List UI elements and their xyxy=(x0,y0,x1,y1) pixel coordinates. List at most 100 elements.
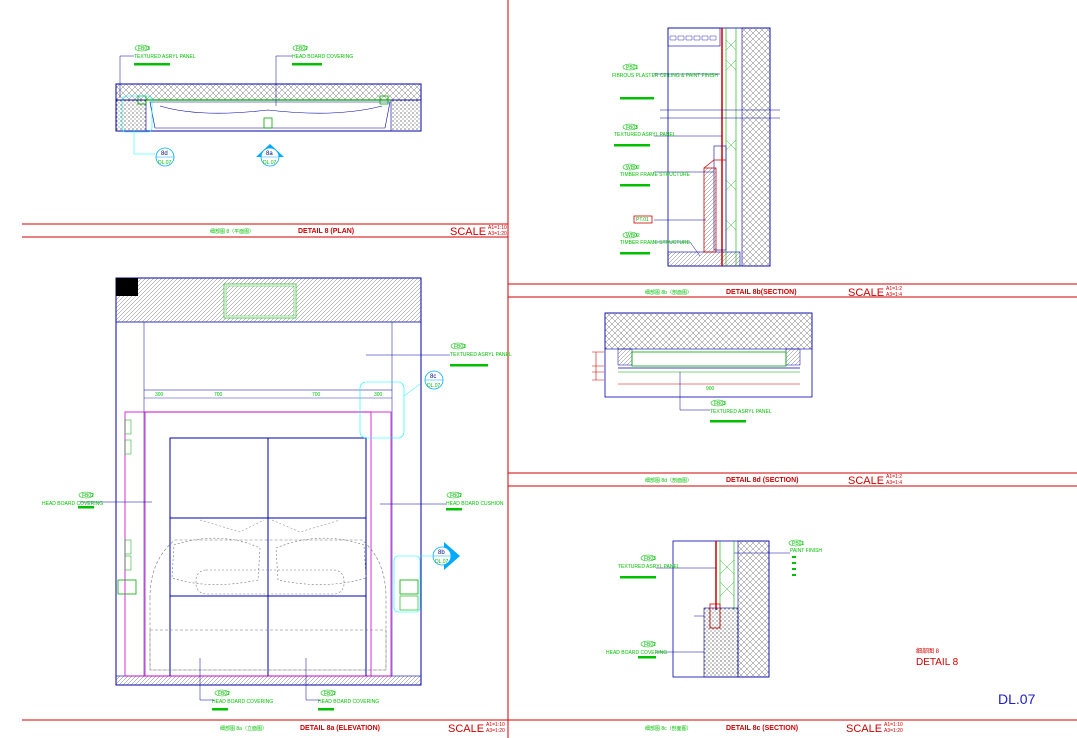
callout-text: HEAD BOARD CUSHION xyxy=(446,501,504,507)
callout-text: HEAD BOARD COVERING xyxy=(318,699,379,705)
scale-ratio-a: A1=1:10 xyxy=(884,722,903,728)
dimension-label: 900 xyxy=(706,386,715,392)
callout-sec-b-2: FB03 TEXTURED ASRYL PANEL xyxy=(614,123,676,147)
scale-ratio-b: A3=1:20 xyxy=(488,231,507,237)
title-block-plan: 细部图 8（平面图） DETAIL 8 (PLAN) SCALE A1=1:10… xyxy=(210,225,507,238)
title-cn: 细部图 8（平面图） xyxy=(210,228,254,235)
callout-sec-b-4: PT.01 xyxy=(633,215,653,224)
scale-label: SCALE xyxy=(450,226,486,238)
callout-text: HEAD BOARD COVERING xyxy=(292,54,353,60)
title: DETAIL 8d (SECTION) xyxy=(726,477,798,484)
marker-sheet: DL.07 xyxy=(427,383,441,389)
callout-text: TEXTURED ASRYL PANEL xyxy=(450,352,512,358)
callout-sec-b-3: WB02 TIMBER FRAME STRUCTURE xyxy=(620,163,691,187)
callout-text: TIMBER FRAME STRUCTURE xyxy=(620,172,691,178)
callout-sec-c-1: FB03 TEXTURED ASRYL PANEL xyxy=(618,554,680,579)
callout-text: TEXTURED ASRYL PANEL xyxy=(618,564,680,570)
detail-8d-section: 900 xyxy=(592,312,813,411)
callout-text: TEXTURED ASRYL PANEL xyxy=(710,409,772,415)
callout-sec-b-1: PB01 FIBROUS PLASTER CEILING & PAINT FIN… xyxy=(612,63,718,100)
marker-ref: 8b xyxy=(438,550,445,556)
scale-ratio-a: A1=1:2 xyxy=(886,474,902,480)
section-marker-8a: 8a DL.07 xyxy=(256,144,284,167)
callout-code: FB02 xyxy=(82,493,94,499)
title-cn: 细部图 8c（剖面图） xyxy=(645,725,692,732)
callout-code: WB02 xyxy=(626,165,640,171)
callout-code: FB03 xyxy=(138,46,150,52)
callout-text: HEAD BOARD COVERING xyxy=(606,650,667,656)
callout-code: FB02 xyxy=(324,691,336,697)
callout-code: FB03 xyxy=(644,556,656,562)
title-block-section-b: 细部图 8b（剖面图） DETAIL 8b(SECTION) SCALE A1=… xyxy=(645,286,902,299)
marker-sheet: DL.07 xyxy=(263,160,277,166)
callout-text: HEAD BOARD COVERING xyxy=(212,699,273,705)
title: DETAIL 8a (ELEVATION) xyxy=(300,725,380,732)
marker-ref: 8c xyxy=(430,374,436,380)
callout-code: WB02 xyxy=(626,233,640,239)
callout-code: FB02 xyxy=(218,691,230,697)
callout-code: FB02 xyxy=(296,46,308,52)
detail-label: DETAIL 8 xyxy=(916,657,959,668)
title-cn: 细部图 8d（剖面图） xyxy=(645,477,692,484)
callout-elev-panel: FB03 TEXTURED ASRYL PANEL xyxy=(450,342,512,367)
title-cn: 细部图 8a（立面图） xyxy=(220,725,267,732)
scale-ratio-a: A1=1:2 xyxy=(886,286,902,292)
scale-label: SCALE xyxy=(848,287,884,299)
callout-elev-right: FB02 HEAD BOARD CUSHION xyxy=(446,491,504,511)
callout-text: TIMBER FRAME STRUCTURE xyxy=(620,240,691,246)
section-marker-8b: 8b DL.07 xyxy=(432,542,460,570)
callout-code: FB03 xyxy=(454,344,466,350)
callout-elev-bottom-2: FB02 HEAD BOARD COVERING xyxy=(318,689,379,711)
callout-text: FIBROUS PLASTER CEILING & PAINT FINISH xyxy=(612,73,718,79)
title: DETAIL 8c (SECTION) xyxy=(726,725,798,732)
sheet-frame xyxy=(22,0,1077,738)
detail-8-plan xyxy=(115,55,422,155)
scale-ratio-b: A3=1:4 xyxy=(886,480,902,486)
callout-plan-2: FB02 HEAD BOARD COVERING xyxy=(292,44,353,66)
callout-text: HEAD BOARD COVERING xyxy=(42,501,103,507)
dimension-label: 300 xyxy=(155,392,164,398)
title-block-section-d: 细部图 8d（剖面图） DETAIL 8d (SECTION) SCALE A1… xyxy=(645,474,902,487)
callout-text: TEXTURED ASRYL PANEL xyxy=(134,54,196,60)
detail-8c-section xyxy=(656,540,790,678)
marker-sheet: DL.07 xyxy=(158,160,172,166)
scale-ratio-a: A1=1:10 xyxy=(486,722,505,728)
scale-label: SCALE xyxy=(846,723,882,735)
scale-label: SCALE xyxy=(448,723,484,735)
sheet-number: DL.07 xyxy=(998,691,1036,707)
title-block-elevation: 细部图 8a（立面图） DETAIL 8a (ELEVATION) SCALE … xyxy=(220,722,505,735)
sheet-detail-label: 细部图 8 DETAIL 8 xyxy=(916,647,959,668)
marker-sheet: DL.07 xyxy=(435,559,449,565)
marker-ref: 8d xyxy=(161,151,168,157)
section-marker-8d: 8d DL.07 xyxy=(155,147,175,167)
callout-sec-c-3: FB02 HEAD BOARD COVERING xyxy=(606,640,667,659)
callout-sec-c-2: PB01 PAINT FINISH xyxy=(788,539,822,576)
marker-ref: 8a xyxy=(266,151,273,157)
dimension-label: 700 xyxy=(214,392,223,398)
callout-plan-1: FB03 TEXTURED ASRYL PANEL xyxy=(134,44,196,66)
dimension-label: 700 xyxy=(312,392,321,398)
scale-ratio-a: A1=1:10 xyxy=(488,225,507,231)
callout-text: PAINT FINISH xyxy=(790,548,822,554)
callout-code: FB03 xyxy=(714,401,726,407)
callout-code: FB02 xyxy=(644,642,656,648)
title: DETAIL 8 (PLAN) xyxy=(298,228,354,235)
callout-code: PT.01 xyxy=(636,217,649,223)
callout-code: PB01 xyxy=(626,65,638,71)
callout-sec-b-5: WB02 TIMBER FRAME STRUCTURE xyxy=(620,231,691,255)
scale-label: SCALE xyxy=(848,475,884,487)
callout-text: TEXTURED ASRYL PANEL xyxy=(614,132,676,138)
section-marker-8c: 8c DL.07 xyxy=(424,370,444,390)
scale-ratio-b: A3=1:20 xyxy=(486,728,505,734)
scale-ratio-b: A3=1:4 xyxy=(886,292,902,298)
callout-code: FB03 xyxy=(626,125,638,131)
callout-sec-d-1: FB03 TEXTURED ASRYL PANEL xyxy=(710,399,772,423)
title-block-section-c: 细部图 8c（剖面图） DETAIL 8c (SECTION) SCALE A1… xyxy=(645,722,903,735)
detail-8a-elevation xyxy=(80,277,450,701)
title-cn: 细部图 8b（剖面图） xyxy=(645,289,692,296)
callout-code: PB01 xyxy=(792,541,804,547)
callout-elev-left: FB02 HEAD BOARD COVERING xyxy=(42,491,103,509)
dimension-label: 300 xyxy=(374,392,383,398)
title: DETAIL 8b(SECTION) xyxy=(726,289,797,296)
